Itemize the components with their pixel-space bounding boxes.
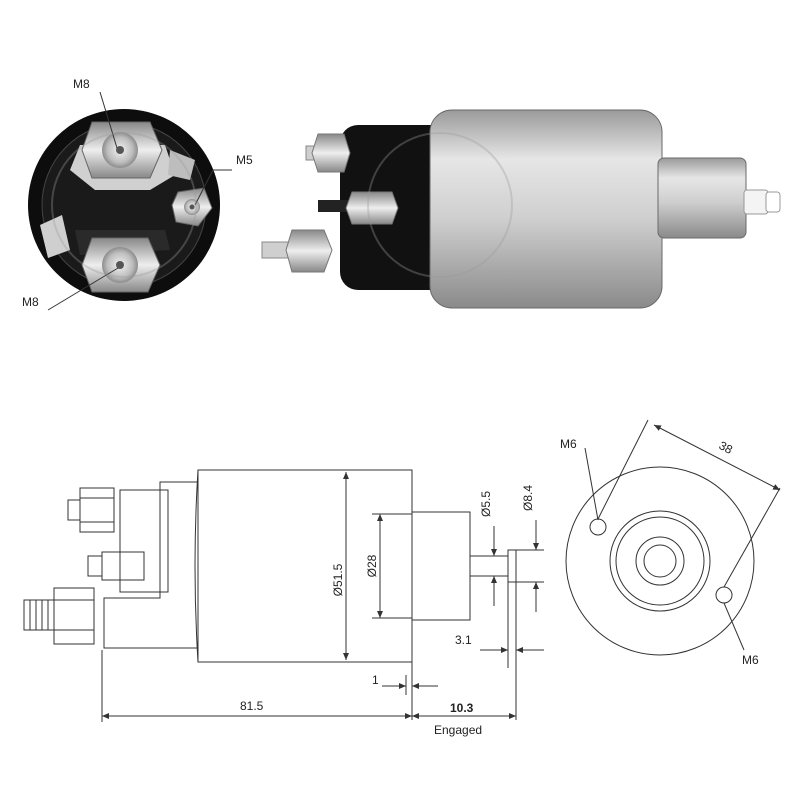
dim-tip-diameter: Ø8.4 [521,485,535,511]
m5-terminal [171,187,213,227]
m8-bottom-terminal [81,237,161,293]
middle-stud [318,191,399,225]
dim-length: 81.5 [240,699,264,713]
dim-housing-diameter: Ø51.5 [331,563,345,596]
dim-bolt-spacing: 38 [717,438,736,457]
end-view-drawing [565,419,781,656]
dim-1: 1 [372,673,379,687]
dim-engaged-label: Engaged [434,723,482,737]
top-stud [305,133,351,173]
label-m6-bottom: M6 [742,653,759,667]
m8-top-terminal [81,121,163,179]
dim-3-1: 3.1 [455,633,472,647]
bottom-stud [261,229,333,273]
label-m6-top: M6 [560,437,577,451]
dim-plunger-body-diameter: Ø28 [365,554,379,577]
label-m8-bottom: M8 [22,295,39,309]
front-view-photo: M8 M5 M8 [22,77,253,311]
side-view-photo [51,109,781,309]
dim-engaged-value: 10.3 [450,701,474,715]
label-m5: M5 [236,153,253,167]
dim-rod-diameter: Ø5.5 [479,491,493,517]
m6-hole-top [589,518,607,536]
side-view-drawing [23,469,517,663]
m6-hole-bottom [715,586,733,604]
dimension-lines [101,472,544,722]
label-m8-top: M8 [73,77,90,91]
